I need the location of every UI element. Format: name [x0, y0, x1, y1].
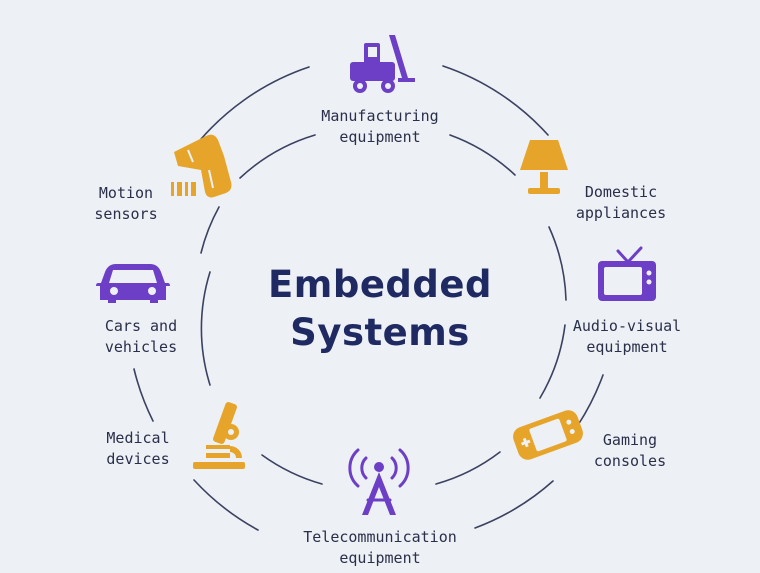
ring-arc-5	[193, 479, 259, 531]
ring-arc-8	[191, 66, 310, 151]
ring-arc-3	[577, 374, 604, 426]
label-line: Medical	[106, 429, 170, 447]
label-telecommunication-equipment: Telecommunication equipment	[270, 527, 490, 569]
diagram-title-line2: Systems	[290, 311, 470, 354]
car-icon	[96, 264, 170, 303]
label-domestic-appliances: Domestic appliances	[556, 182, 686, 224]
ring-arc-inner-4	[539, 324, 566, 399]
label-line: equipment	[586, 338, 668, 356]
label-line: Domestic	[584, 183, 658, 201]
label-line: Audio-visual	[572, 317, 682, 335]
forklift-icon	[350, 35, 415, 93]
label-line: equipment	[339, 549, 421, 567]
label-line: consoles	[593, 452, 667, 470]
ring-arc-inner-3	[200, 271, 211, 386]
label-manufacturing-equipment: Manufacturing equipment	[300, 106, 460, 148]
label-line: Telecommunication	[303, 528, 457, 546]
label-line: devices	[106, 450, 170, 468]
label-line: Motion	[98, 184, 154, 202]
label-cars-and-vehicles: Cars and vehicles	[86, 316, 196, 358]
label-medical-devices: Medical devices	[88, 428, 188, 470]
ring-arc-inner-6	[435, 451, 501, 485]
label-motion-sensors: Motion sensors	[76, 183, 176, 225]
label-line: sensors	[94, 205, 158, 223]
tv-icon	[598, 246, 656, 301]
ring-arc-4	[474, 480, 554, 529]
ring-arc-2	[548, 226, 567, 301]
ring	[133, 65, 604, 531]
barcode-scanner-icon	[171, 134, 232, 198]
diagram-title-line1: Embedded	[268, 263, 492, 306]
gamepad-icon	[513, 410, 583, 460]
ring-arc-7	[200, 206, 220, 254]
label-line: vehicles	[104, 338, 178, 356]
label-line: appliances	[575, 204, 667, 222]
label-line: Gaming	[602, 431, 658, 449]
ring-arc-inner-5	[261, 454, 323, 485]
label-line: equipment	[339, 128, 421, 146]
ring-arc-inner-1	[239, 134, 316, 179]
label-line: Manufacturing	[321, 107, 439, 125]
label-audio-visual-equipment: Audio-visual equipment	[557, 316, 697, 358]
microscope-icon	[193, 402, 245, 469]
antenna-tower-icon	[348, 448, 410, 515]
lamp-icon	[520, 140, 568, 194]
ring-arc-1	[442, 65, 549, 136]
label-gaming-consoles: Gaming consoles	[575, 430, 685, 472]
ring-arc-6	[133, 368, 154, 422]
label-line: Cars and	[104, 317, 178, 335]
ring-arc-inner-2	[449, 134, 516, 176]
